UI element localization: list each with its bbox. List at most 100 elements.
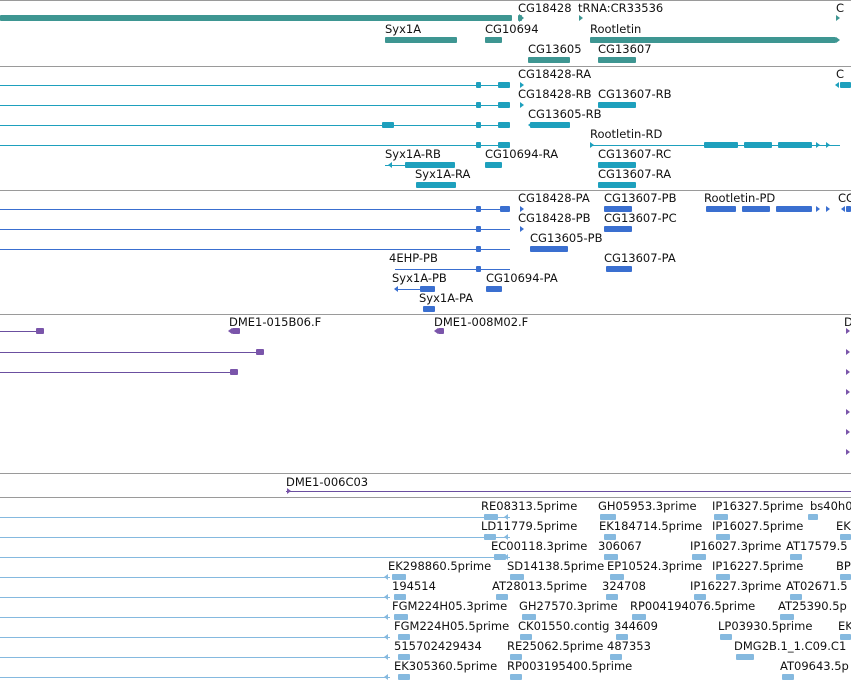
protein-exon[interactable] — [604, 226, 632, 232]
est-feature[interactable] — [606, 594, 618, 600]
probe-feature[interactable] — [256, 349, 264, 355]
feature-label[interactable]: 4EHP-PB — [389, 251, 438, 265]
transcript-strand-arrow[interactable] — [835, 82, 839, 88]
transcript-strand-arrow[interactable] — [476, 142, 480, 148]
feature-label[interactable]: CK01550.contig — [518, 619, 609, 633]
feature-label[interactable]: Syx1A-PA — [419, 291, 473, 305]
feature-label[interactable]: GH05953.3prime — [598, 499, 697, 513]
gene-feature[interactable] — [485, 37, 502, 43]
probe-strand-arrow[interactable] — [846, 429, 850, 435]
feature-label[interactable]: AT09643.5p — [780, 659, 849, 673]
feature-label[interactable]: CG18428-RB — [518, 87, 592, 101]
transcript-strand-arrow[interactable] — [598, 182, 602, 188]
est-feature[interactable] — [394, 614, 408, 620]
est-feature[interactable] — [610, 574, 624, 580]
protein-strand-arrow[interactable] — [826, 206, 830, 212]
probe-feature[interactable] — [438, 328, 444, 334]
feature-label[interactable]: Rootletin-PD — [704, 191, 775, 205]
feature-label[interactable]: DME1-008M02.F — [434, 315, 528, 329]
feature-label[interactable]: SD14138.5prime — [507, 559, 604, 573]
transcript-strand-arrow[interactable] — [598, 102, 602, 108]
protein-exon[interactable] — [846, 206, 851, 212]
est-feature[interactable] — [522, 614, 536, 620]
gene-feature[interactable] — [385, 37, 457, 43]
est-feature[interactable] — [520, 634, 532, 640]
feature-label[interactable]: C — [836, 67, 844, 81]
est-strand-arrow[interactable] — [384, 654, 388, 660]
feature-label[interactable]: AT28013.5prime — [492, 579, 587, 593]
transcript-strand-arrow[interactable] — [534, 122, 538, 128]
probe-feature[interactable] — [230, 369, 238, 375]
transcript-exon[interactable] — [840, 82, 851, 88]
transcript-exon[interactable] — [485, 162, 502, 168]
protein-exon[interactable] — [476, 246, 481, 252]
est-feature[interactable] — [632, 614, 646, 620]
feature-label[interactable]: 515702429434 — [394, 639, 482, 653]
est-strand-arrow[interactable] — [384, 674, 388, 680]
protein-strand-arrow[interactable] — [841, 206, 845, 212]
feature-label[interactable]: 306067 — [598, 539, 642, 553]
feature-label[interactable]: IP16027.3prime — [690, 539, 781, 553]
feature-label[interactable]: AT25390.5p — [778, 599, 847, 613]
gene-strand-arrow[interactable] — [836, 37, 840, 43]
feature-label[interactable]: RE25062.5prime — [507, 639, 603, 653]
est-feature[interactable] — [610, 654, 622, 660]
transcript-strand-arrow[interactable] — [476, 122, 480, 128]
transcript-exon[interactable] — [778, 142, 812, 148]
feature-label[interactable]: CG18428-RA — [518, 67, 591, 81]
est-feature[interactable] — [392, 574, 406, 580]
transcript-strand-arrow[interactable] — [590, 142, 594, 148]
feature-label[interactable]: Rootletin-RD — [590, 127, 662, 141]
transcript-strand-arrow[interactable] — [816, 142, 820, 148]
transcript-exon[interactable] — [598, 102, 636, 108]
est-feature[interactable] — [484, 534, 496, 540]
transcript-exon[interactable] — [598, 162, 636, 168]
est-feature[interactable] — [510, 674, 522, 680]
est-feature[interactable] — [496, 594, 508, 600]
protein-exon[interactable] — [486, 286, 502, 292]
transcript-exon[interactable] — [498, 82, 510, 88]
protein-exon[interactable] — [530, 246, 568, 252]
protein-exon[interactable] — [423, 306, 435, 312]
feature-label[interactable]: tRNA:CR33536 — [578, 1, 663, 15]
est-feature[interactable] — [714, 514, 728, 520]
est-feature[interactable] — [604, 534, 616, 540]
est-feature[interactable] — [720, 634, 732, 640]
probe-feature[interactable] — [232, 328, 240, 334]
feature-label[interactable]: CG18428 — [518, 1, 572, 15]
est-feature[interactable] — [616, 634, 628, 640]
feature-label[interactable]: RE08313.5prime — [481, 499, 577, 513]
transcript-strand-arrow[interactable] — [528, 122, 532, 128]
probe-feature[interactable] — [36, 328, 44, 334]
est-feature[interactable] — [510, 654, 522, 660]
est-strand-arrow[interactable] — [504, 534, 508, 540]
feature-label[interactable]: CG — [838, 191, 851, 205]
gene-feature[interactable] — [598, 57, 636, 63]
transcript-exon[interactable] — [498, 122, 510, 128]
probe-strand-arrow[interactable] — [846, 328, 850, 334]
feature-label[interactable]: D — [844, 315, 851, 329]
probe-strand-arrow[interactable] — [846, 369, 850, 375]
est-feature[interactable] — [782, 674, 794, 680]
gene-feature[interactable] — [0, 15, 512, 21]
est-feature[interactable] — [398, 674, 410, 680]
est-feature[interactable] — [604, 554, 618, 560]
feature-label[interactable]: CG13607-RB — [598, 87, 672, 101]
feature-label[interactable]: AT17579.5 — [786, 539, 848, 553]
feature-label[interactable]: CG18428-PA — [518, 191, 590, 205]
gene-feature[interactable] — [590, 37, 836, 43]
protein-exon[interactable] — [420, 286, 435, 292]
feature-label[interactable]: GH27570.3prime — [519, 599, 618, 613]
feature-label[interactable]: DMG2B.1_1.C09.C1 — [734, 639, 846, 653]
feature-label[interactable]: Syx1A-RB — [385, 147, 441, 161]
est-feature[interactable] — [692, 554, 706, 560]
est-feature[interactable] — [484, 514, 498, 520]
transcript-strand-arrow[interactable] — [476, 82, 480, 88]
est-strand-arrow[interactable] — [384, 594, 388, 600]
est-feature[interactable] — [510, 574, 524, 580]
transcript-strand-arrow[interactable] — [520, 102, 524, 108]
feature-label[interactable]: bs40h0 — [810, 499, 851, 513]
feature-label[interactable]: AT02671.5 — [786, 579, 848, 593]
est-feature[interactable] — [790, 594, 802, 600]
transcript-exon[interactable] — [416, 182, 456, 188]
